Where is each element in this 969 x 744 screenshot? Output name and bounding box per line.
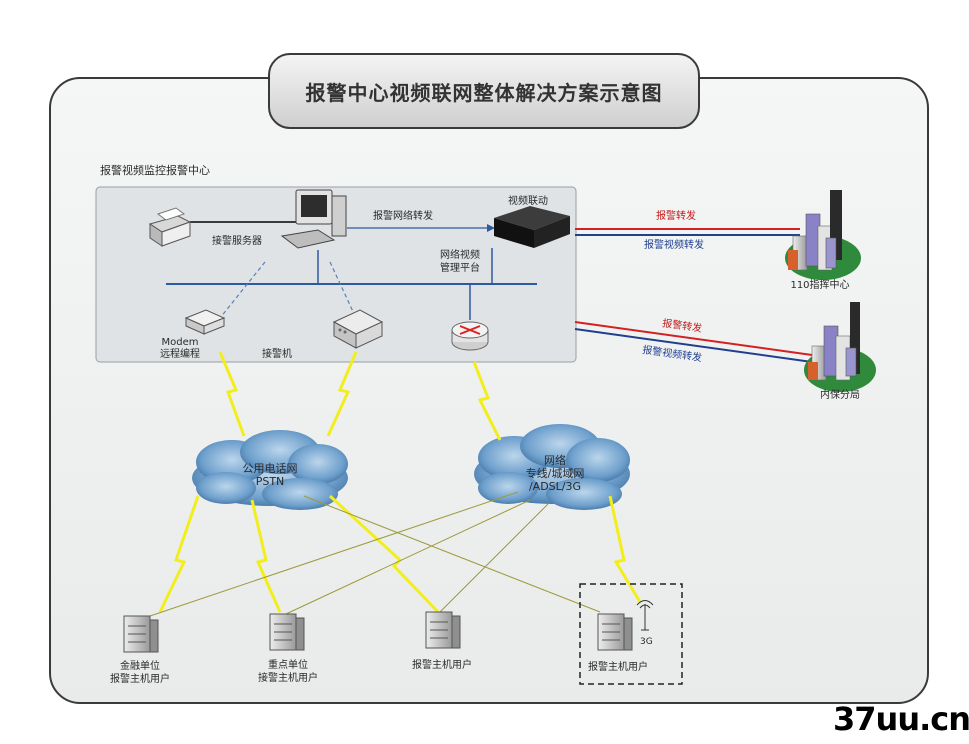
3g-user-dashed-box: [579, 583, 683, 685]
user2-label-line1: 重点单位: [268, 660, 308, 671]
lightning-net-u4: [608, 495, 642, 603]
user-building-icon-4: [597, 613, 633, 651]
video-linkage-label: 视频联动: [508, 196, 548, 207]
modem-label-line2: 远程编程: [160, 349, 200, 360]
command-center-buildings-icon: [785, 190, 861, 280]
receiver-label: 接警机: [262, 349, 292, 360]
antenna-icon: [636, 600, 654, 631]
video-forward-line-2: [574, 328, 813, 363]
alarm-forward-line-2: [574, 321, 813, 356]
video-forward-label-1: 报警视频转发: [644, 240, 704, 251]
lightning-pstn-u1: [158, 495, 200, 613]
antenna-3g-label: 3G: [640, 637, 653, 647]
lightning-receiver-pstn: [326, 351, 358, 437]
pstn-label-line1: 公用电话网: [242, 462, 298, 475]
user4-label: 报警主机用户: [588, 662, 648, 673]
command-center-label: 110指挥中心: [790, 280, 850, 291]
user-building-icon-3: [425, 611, 461, 649]
cross-links: [149, 491, 601, 617]
lightning-pstn-u3: [328, 494, 440, 614]
title-box: 报警中心视频联网整体解决方案示意图: [268, 53, 700, 129]
security-bureau-label: 内保分局: [820, 390, 860, 401]
alarm-center-label: 报警视频监控报警中心: [100, 164, 210, 177]
receiver-dashed-link: [329, 261, 357, 319]
forward-internal-label: 报警网络转发: [373, 211, 433, 222]
platform-label-line1: 网络视频: [440, 250, 480, 261]
alarm-receiver-icon: [332, 309, 384, 349]
network-label-line1: 网络: [544, 454, 566, 467]
network-label-line3: /ADSL/3G: [528, 480, 582, 493]
server-label: 接警服务器: [212, 236, 262, 247]
forward-arrowhead: [487, 224, 495, 232]
server-computer-icon: [280, 189, 347, 249]
lightning-links: [158, 351, 642, 614]
user1-label-line1: 金融单位: [120, 661, 160, 672]
modem-label-line1: Modem: [161, 337, 199, 348]
pstn-label-line2: PSTN: [255, 475, 285, 488]
modem-dashed-link: [219, 261, 266, 319]
security-bureau-buildings-icon: [804, 302, 876, 392]
lightning-router-net: [472, 361, 502, 441]
lightning-pstn-u2: [250, 499, 282, 613]
network-label-line2: 专线/城域网: [525, 467, 585, 480]
user-building-icon-1: [123, 615, 159, 653]
video-linkage-device-icon: [494, 206, 570, 248]
lightning-modem-pstn: [218, 351, 246, 437]
user-building-icon-2: [269, 613, 305, 651]
alarm-forward-label-1: 报警转发: [656, 211, 696, 222]
platform-label-line2: 管理平台: [440, 263, 480, 274]
printer-icon: [148, 207, 192, 247]
modem-icon: [184, 309, 226, 335]
router-icon: [451, 321, 489, 351]
page-title: 报警中心视频联网整体解决方案示意图: [305, 80, 663, 105]
user2-label-line2: 接警主机用户: [258, 673, 318, 684]
network-cloud: [474, 424, 630, 510]
user1-label-line2: 报警主机用户: [110, 674, 170, 685]
pstn-cloud: [192, 430, 348, 510]
user3-label: 报警主机用户: [412, 660, 472, 671]
watermark-text: 37uu.cn: [833, 700, 969, 738]
